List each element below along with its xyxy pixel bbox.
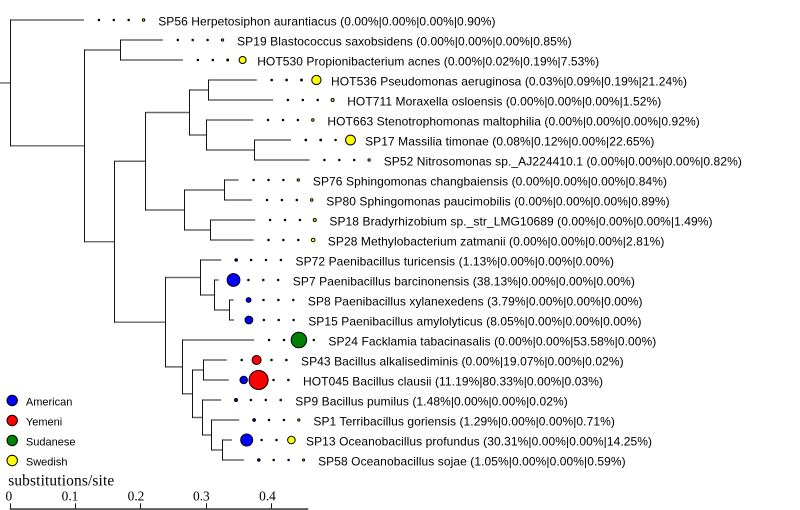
svg-text:0.1: 0.1 — [62, 488, 79, 503]
svg-text:substitutions/site: substitutions/site — [8, 473, 114, 490]
svg-text:Yemeni: Yemeni — [26, 416, 62, 428]
svg-text:SP52 Nitrosomonas sp._AJ224410: SP52 Nitrosomonas sp._AJ224410.1 (0.00%|… — [384, 155, 742, 169]
svg-text:HOT711 Moraxella osloensis (0.: HOT711 Moraxella osloensis (0.00%|0.00%|… — [347, 95, 661, 109]
svg-text:SP1 Terribacillus goriensis (1: SP1 Terribacillus goriensis (1.29%|0.00%… — [313, 415, 615, 429]
svg-text:SP76 Sphingomonas changbaiensi: SP76 Sphingomonas changbaiensis (0.00%|0… — [313, 175, 667, 189]
svg-text:SP80 Sphingomonas paucimobilis: SP80 Sphingomonas paucimobilis (0.00%|0.… — [326, 195, 669, 209]
svg-text:SP8 Paenibacillus xylanexedens: SP8 Paenibacillus xylanexedens (3.79%|0.… — [308, 295, 643, 309]
svg-text:SP24 Facklamia tabacinasalis (: SP24 Facklamia tabacinasalis (0.00%|0.00… — [328, 335, 656, 349]
svg-text:American: American — [26, 396, 72, 408]
svg-text:SP7 Paenibacillus barcinonensi: SP7 Paenibacillus barcinonensis (38.13%|… — [293, 275, 635, 289]
svg-text:SP13 Oceanobacillus profundus: SP13 Oceanobacillus profundus (30.31%|0.… — [306, 435, 652, 449]
svg-text:SP19 Blastococcus saxobsidens: SP19 Blastococcus saxobsidens (0.00%|0.0… — [237, 35, 572, 49]
svg-text:SP17 Massilia timonae (0.08%|0: SP17 Massilia timonae (0.08%|0.12%|0.00%… — [365, 135, 654, 149]
svg-text:SP28 Methylobacterium zatmanii: SP28 Methylobacterium zatmanii (0.00%|0.… — [328, 235, 665, 249]
svg-text:0.4: 0.4 — [259, 488, 276, 503]
svg-text:SP43 Bacillus alkalisediminis: SP43 Bacillus alkalisediminis (0.00%|19.… — [301, 355, 624, 369]
svg-text:HOT045 Bacillus clausii (11.19: HOT045 Bacillus clausii (11.19%|80.33%|0… — [303, 375, 603, 389]
svg-text:Sudanese: Sudanese — [26, 436, 76, 448]
svg-text:SP58 Oceanobacillus sojae (1.0: SP58 Oceanobacillus sojae (1.05%|0.00%|0… — [318, 455, 626, 469]
svg-text:HOT530 Propionibacterium acnes: HOT530 Propionibacterium acnes (0.00%|0.… — [257, 55, 599, 69]
svg-text:0.2: 0.2 — [128, 488, 145, 503]
svg-text:HOT536 Pseudomonas aeruginosa: HOT536 Pseudomonas aeruginosa (0.03%|0.0… — [331, 75, 687, 89]
svg-text:HOT663 Stenotrophomonas maltop: HOT663 Stenotrophomonas maltophilia (0.0… — [327, 115, 699, 129]
svg-text:0.3: 0.3 — [193, 488, 210, 503]
svg-text:0: 0 — [6, 488, 13, 503]
svg-text:Swedish: Swedish — [26, 456, 68, 468]
svg-text:SP15 Paenibacillus amylolyticu: SP15 Paenibacillus amylolyticus (8.05%|0… — [308, 315, 641, 329]
svg-text:SP56 Herpetosiphon aurantiacus: SP56 Herpetosiphon aurantiacus (0.00%|0.… — [158, 15, 495, 29]
svg-text:SP72 Paenibacillus turicensis: SP72 Paenibacillus turicensis (1.13%|0.0… — [296, 255, 615, 269]
svg-text:SP18 Bradyrhizobium sp._str_LM: SP18 Bradyrhizobium sp._str_LMG10689 (0.… — [329, 215, 712, 229]
svg-text:SP9 Bacillus pumilus (1.48%|0.: SP9 Bacillus pumilus (1.48%|0.00%|0.00%|… — [295, 395, 568, 409]
